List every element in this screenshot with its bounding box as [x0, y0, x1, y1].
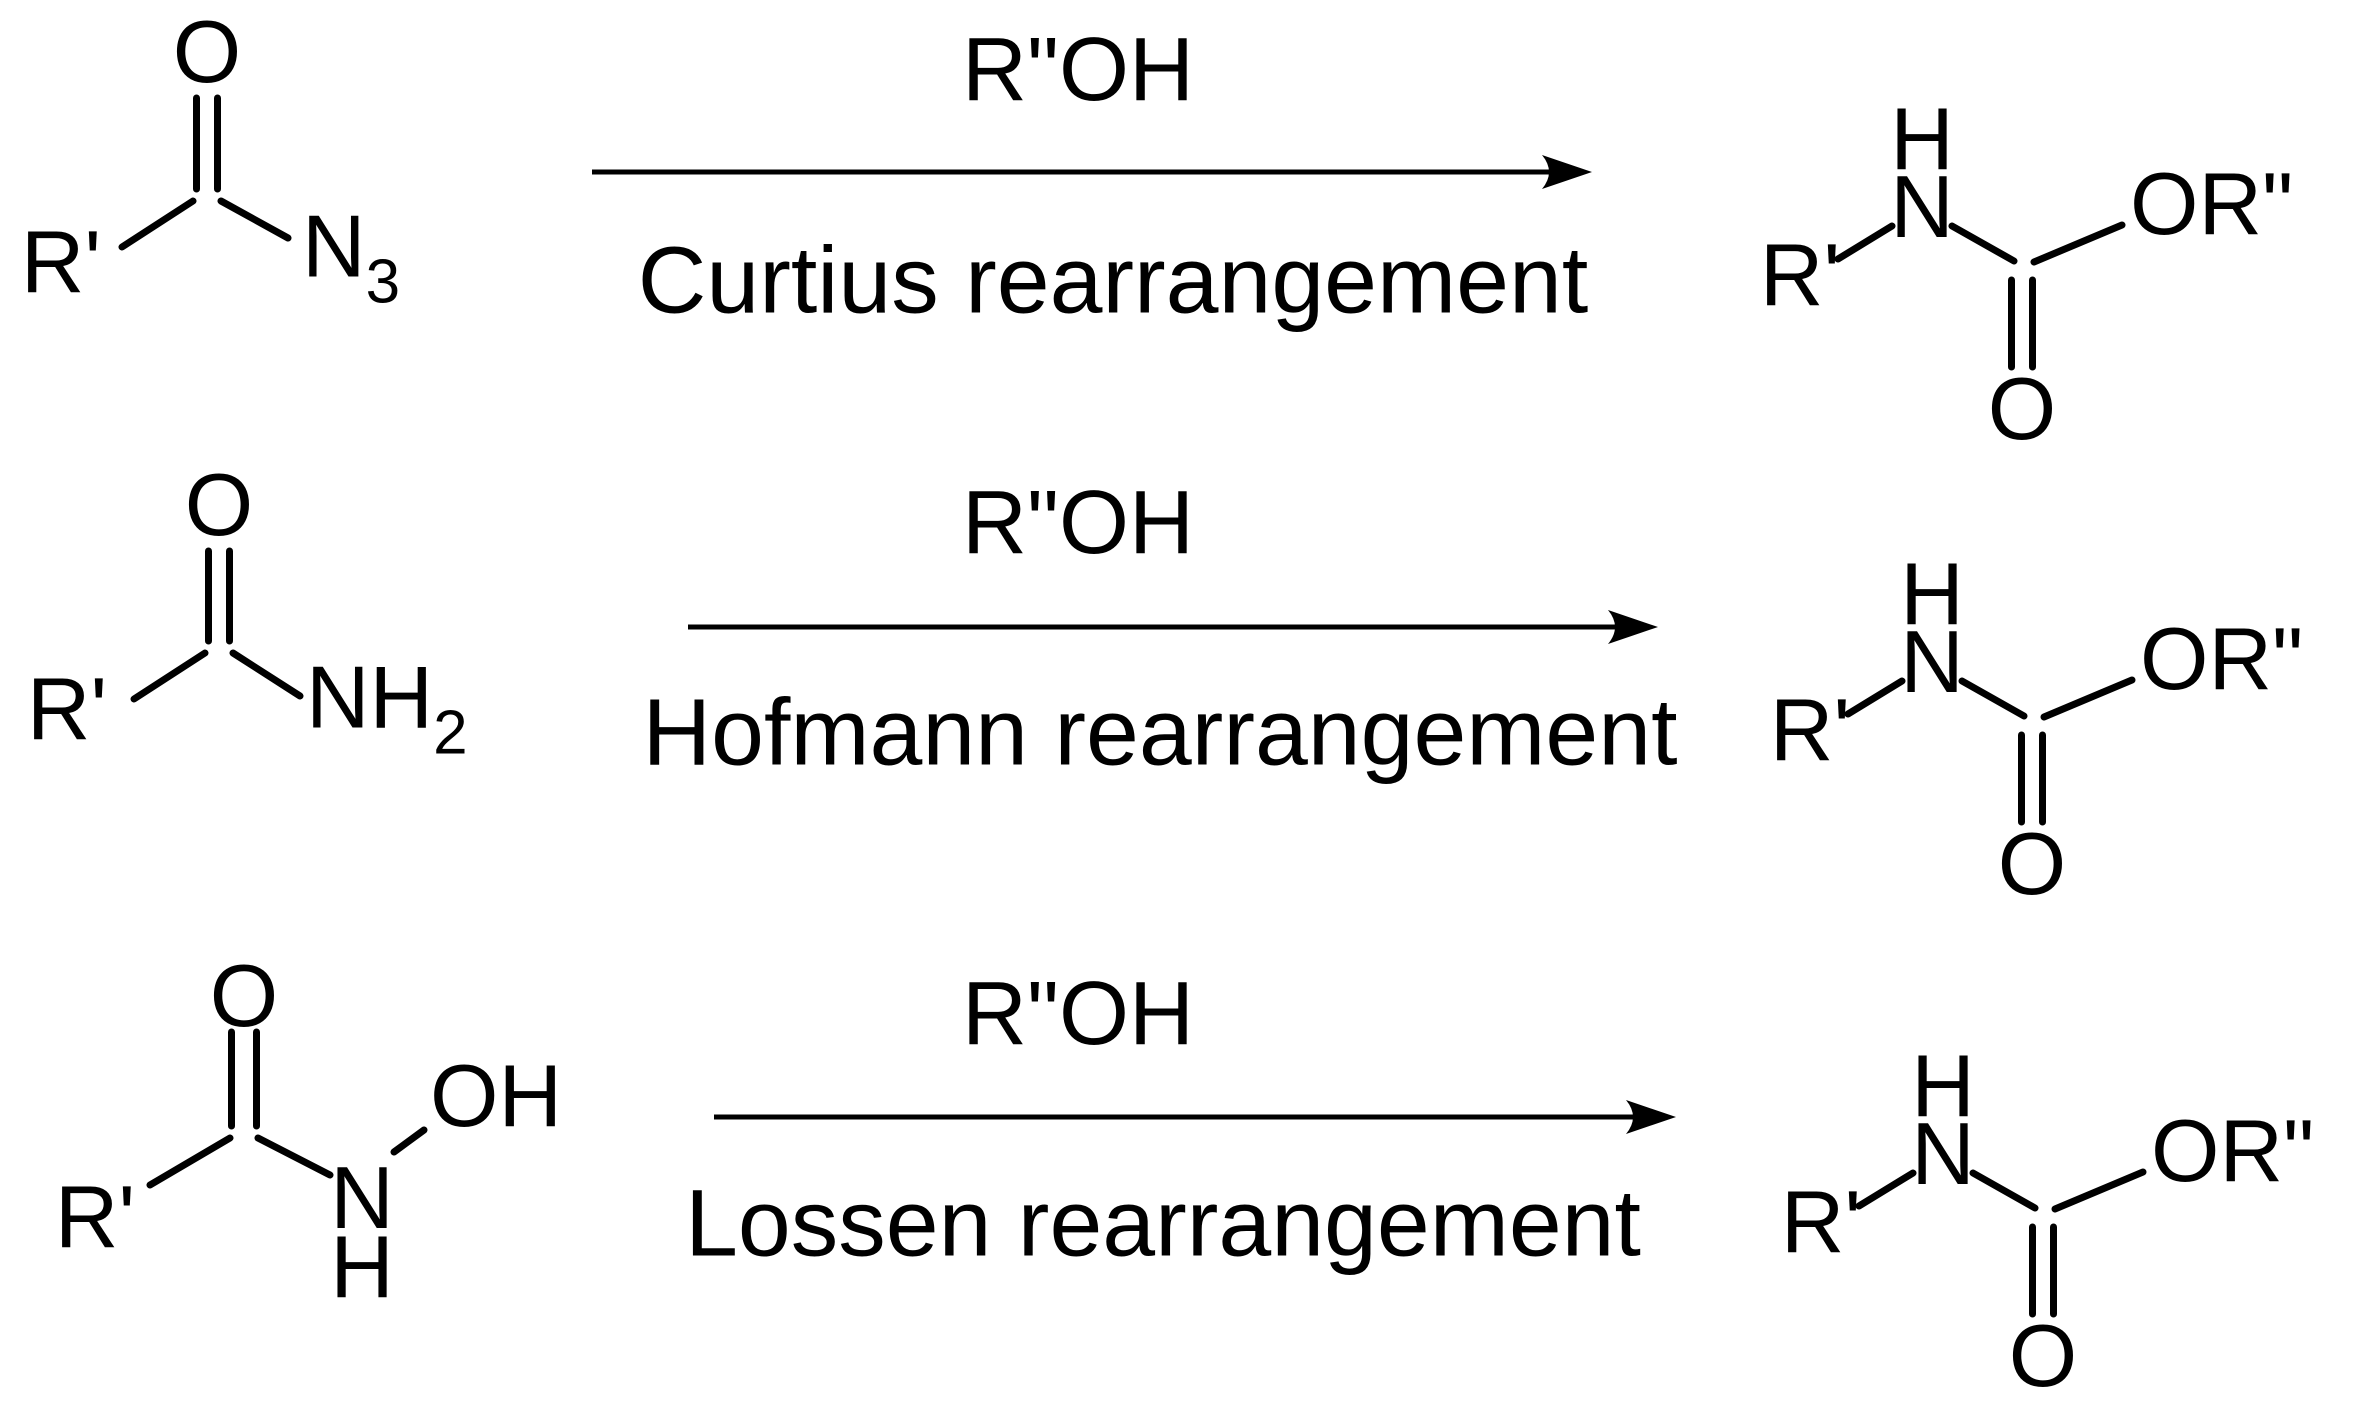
hofmann-product-bonds [1844, 676, 2136, 826]
product-carbonyl-oxygen-label: O [1997, 814, 2067, 913]
reaction-name-label: Lossen rearrangement [685, 1170, 1641, 1277]
reaction-arrow-head [1608, 610, 1658, 644]
product-r-prime-label: R' [1780, 1172, 1862, 1271]
reaction-arrow-head [1542, 155, 1592, 189]
r-prime-label: R' [26, 659, 108, 758]
carbonyl-oxygen-label: O [172, 2, 242, 101]
reaction-name-label: Hofmann rearrangement [642, 679, 1678, 786]
amine-nitrogen-label: N [1890, 157, 1954, 256]
lossen-reactant-bonds [146, 1028, 428, 1189]
carbonyl-oxygen-label: O [184, 455, 254, 554]
amine-hydrogen-label: H [1890, 89, 1954, 188]
curtius-product-bonds [1834, 221, 2126, 371]
bond-n-c [1958, 677, 2028, 720]
curtius-arrow [592, 155, 1592, 189]
r-prime-label: R' [20, 212, 102, 311]
bond-n-c [1969, 1169, 2039, 1212]
product-carbonyl-oxygen-label: O [1987, 359, 2057, 458]
amine-hydrogen-label: H [1900, 544, 1964, 643]
bond-c-or [2040, 676, 2136, 721]
bond-c-rprime [118, 197, 197, 251]
amide-nh-symbol: NH [306, 647, 434, 747]
bond-c-rprime [130, 649, 209, 703]
hydroxamic-nitrogen-label: N [330, 1148, 394, 1247]
alkoxy-group-label: OR" [2140, 609, 2304, 708]
reagent-label: R"OH [962, 20, 1194, 120]
reaction-name-label: Curtius rearrangement [637, 227, 1589, 334]
bond-c-nh2 [229, 649, 304, 700]
carbonyl-oxygen-label: O [209, 946, 279, 1045]
amine-nitrogen-label: N [1911, 1104, 1975, 1203]
product-r-prime-label: R' [1759, 225, 1841, 324]
bond-c-or [2030, 221, 2126, 266]
alkoxy-group-label: OR" [2130, 154, 2294, 253]
bond-rprime-n [1855, 1169, 1917, 1210]
reagent-label: R"OH [962, 473, 1194, 573]
bond-c-n [254, 1134, 334, 1179]
bond-n-oh [390, 1126, 428, 1156]
bond-c-azide [217, 197, 292, 242]
amide-nh2-group-label: NH2 [306, 653, 468, 764]
nh-hydrogen-label: H [330, 1217, 394, 1316]
reaction-arrow-head [1626, 1100, 1676, 1134]
azide-subscript: 3 [365, 247, 401, 317]
bond-rprime-n [1844, 677, 1906, 718]
product-carbonyl-oxygen-label: O [2008, 1306, 2078, 1404]
bond-c-rprime [146, 1134, 234, 1189]
amide-subscript: 2 [433, 698, 468, 768]
hofmann-reactant-bonds [130, 547, 304, 703]
lossen-arrow [714, 1100, 1676, 1134]
bond-n-c [1948, 222, 2018, 265]
product-r-prime-label: R' [1769, 680, 1851, 779]
r-prime-label: R' [54, 1167, 136, 1266]
amine-hydrogen-label: H [1911, 1036, 1975, 1135]
hofmann-arrow [688, 610, 1658, 644]
azide-group-label: N3 [302, 202, 400, 313]
reagent-label: R"OH [962, 964, 1194, 1064]
alkoxy-group-label: OR" [2151, 1101, 2315, 1200]
curtius-reactant-bonds [118, 94, 292, 251]
azide-n-symbol: N [302, 196, 366, 296]
bond-c-or [2051, 1168, 2147, 1213]
amine-nitrogen-label: N [1900, 612, 1964, 711]
hydroxyl-group-label: OH [430, 1046, 562, 1145]
lossen-product-bonds [1855, 1168, 2147, 1318]
bond-rprime-n [1834, 222, 1896, 263]
